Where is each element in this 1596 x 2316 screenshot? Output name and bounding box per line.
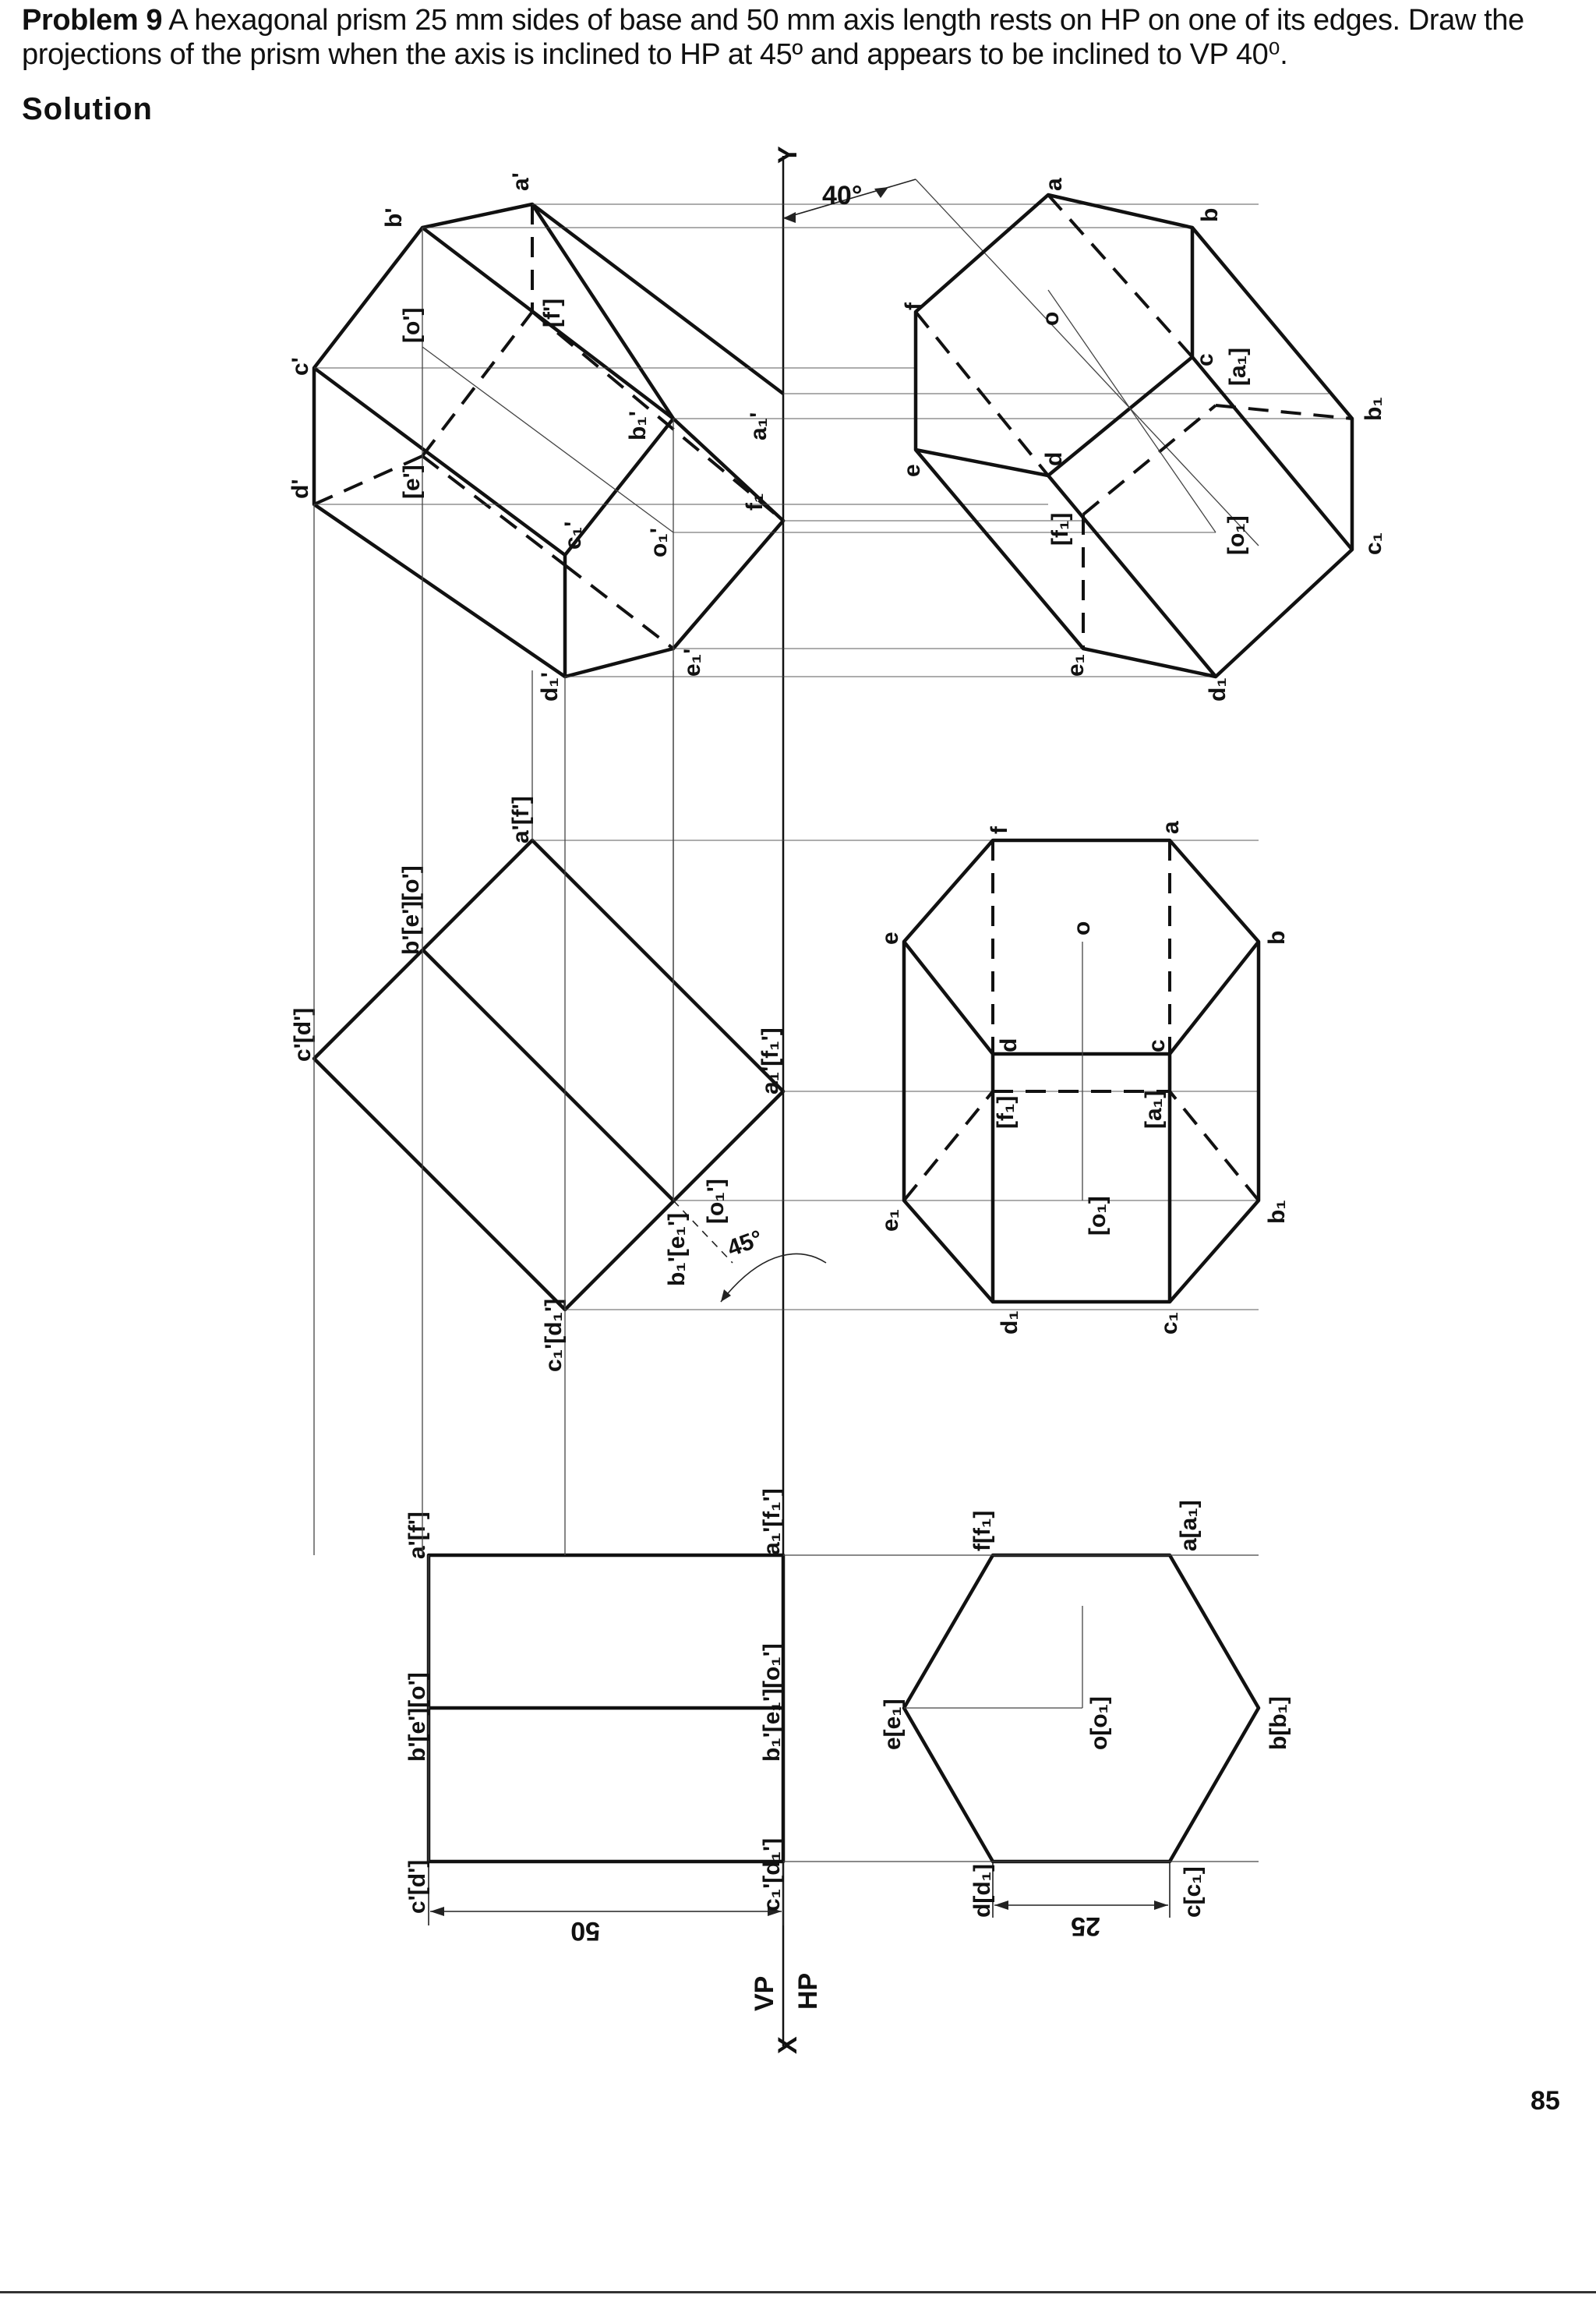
- label-s3f-4: [o']: [399, 308, 425, 343]
- label-s2t-10: [o₁]: [1085, 1196, 1110, 1236]
- stage1-top-view-hexagon: [902, 1553, 1261, 1864]
- label-s2f-5: [o₁']: [703, 1179, 729, 1224]
- stage2-top-view: [902, 838, 1261, 1304]
- label-s3f-13: e₁': [680, 649, 705, 677]
- stage3-front-view: [312, 202, 786, 679]
- label-s2t-6: c: [1144, 1039, 1170, 1052]
- stage3-top-view: [913, 193, 1354, 679]
- stage3-angle-40: 40°: [782, 179, 1259, 546]
- xy-label-x: X: [773, 2036, 803, 2054]
- label-s1t-6: c[c₁]: [1180, 1866, 1206, 1918]
- label-s2f-2: c'[d']: [290, 1008, 316, 1062]
- label-s2t-9: e₁: [877, 1209, 903, 1232]
- stage1-dimension-25: 25: [992, 1863, 1171, 1941]
- label-s3t-9: [f₁]: [1047, 513, 1073, 546]
- xy-label-vp: VP: [750, 1976, 779, 2011]
- stage2-front-labels: a'[f'] b'[e'][o'] c'[d'] a₁'[f₁'] b₁'[e₁…: [290, 796, 783, 1372]
- label-s2t-3: o: [1069, 921, 1095, 935]
- label-s2f-3: a₁'[f₁']: [757, 1027, 783, 1094]
- label-s1t-2: e[e₁]: [880, 1699, 906, 1750]
- label-s2t-2: e: [877, 932, 903, 945]
- angle-45-label: 45°: [724, 1225, 766, 1262]
- stage2-angle-45: 45°: [673, 1200, 827, 1303]
- label-s3t-2: f: [901, 302, 927, 310]
- label-s3f-0: a': [508, 172, 534, 191]
- stage3-projectors: [313, 203, 1352, 1310]
- label-s2f-6: c₁'[d₁']: [541, 1299, 567, 1372]
- stage1-front-labels: a'[f'] b'[e'][o'] c'[d'] a₁'[f₁'] b₁'[e₁…: [404, 1488, 785, 1914]
- label-s1f-1: b'[e'][o']: [404, 1672, 430, 1762]
- label-s3f-5: [f']: [539, 299, 565, 327]
- label-s2t-7: [f₁]: [993, 1096, 1019, 1129]
- label-s3t-0: a: [1041, 178, 1067, 191]
- label-s2t-8: [a₁]: [1141, 1091, 1167, 1129]
- label-s3t-6: b₁: [1361, 397, 1386, 421]
- xy-label-y: Y: [773, 146, 803, 164]
- problem-heading: Problem 9: [22, 4, 163, 37]
- label-s2t-1: a: [1158, 821, 1184, 834]
- label-s2t-4: b: [1264, 931, 1290, 945]
- problem-text: A hexagonal prism 25 mm sides of base an…: [22, 4, 1524, 71]
- label-s1t-5: d[d₁]: [969, 1864, 995, 1918]
- label-s3t-13: d₁: [1205, 677, 1231, 702]
- stage2-projectors: [313, 670, 1259, 1555]
- label-s3f-2: c': [288, 357, 313, 376]
- label-s3f-10: o₁': [646, 528, 672, 557]
- label-s3t-12: e₁: [1063, 654, 1089, 677]
- label-s2t-0: f: [987, 826, 1012, 834]
- stage1-dimension-50: 50: [428, 1863, 784, 1946]
- label-s3t-1: b: [1197, 208, 1223, 222]
- label-s3f-7: b₁': [625, 411, 651, 440]
- label-s3f-11: f₁': [742, 487, 768, 511]
- label-s3f-1: b': [381, 208, 407, 228]
- label-s3f-3: d': [288, 479, 313, 499]
- label-s1f-0: a'[f']: [404, 1512, 430, 1559]
- label-s3t-10: [o₁]: [1223, 515, 1249, 555]
- stage2-top-labels: f a e o b d c [f₁] [a₁] e₁ [o₁] b₁ d₁ c₁: [877, 821, 1290, 1335]
- label-s1t-0: f[f₁]: [969, 1511, 995, 1551]
- stage1-top-labels: f[f₁] a[a₁] e[e₁] o[o₁] b[b₁] d[d₁] c[c₁…: [880, 1500, 1291, 1918]
- label-s1f-3: a₁'[f₁']: [759, 1488, 785, 1555]
- xy-label-hp: HP: [793, 1973, 823, 2010]
- stage1-front-view: [426, 1553, 786, 1864]
- label-s2f-1: b'[e'][o']: [398, 865, 424, 955]
- stage2-front-view: [312, 838, 786, 1312]
- label-s2t-5: d: [996, 1038, 1022, 1052]
- label-s1f-4: b₁'[e₁'][o₁']: [759, 1643, 785, 1762]
- label-s2f-4: b₁'[e₁']: [664, 1213, 690, 1286]
- label-s2t-13: c₁: [1156, 1312, 1182, 1335]
- label-s3t-8: d: [1041, 452, 1067, 466]
- label-s3t-7: e: [899, 464, 925, 477]
- problem-statement: Problem 9 A hexagonal prism 25 mm sides …: [22, 3, 1580, 72]
- label-s1f-5: c₁'[d₁']: [759, 1838, 785, 1911]
- label-s3f-9: c₁': [560, 522, 586, 550]
- footer-rule: [0, 2291, 1596, 2293]
- label-s3t-4: c: [1192, 353, 1218, 366]
- label-s1t-3: o[o₁]: [1086, 1696, 1112, 1750]
- label-s1t-4: b[b₁]: [1266, 1696, 1291, 1750]
- solution-heading: Solution: [22, 92, 153, 126]
- label-s3f-6: [e']: [399, 465, 425, 499]
- label-s1f-2: c'[d']: [404, 1860, 430, 1914]
- dimension-50-label: 50: [570, 1916, 600, 1946]
- angle-40-label: 40°: [822, 181, 862, 210]
- page-number: 85: [1531, 2086, 1560, 2116]
- label-s2t-11: b₁: [1264, 1200, 1290, 1224]
- label-s3t-5: [a₁]: [1225, 348, 1251, 386]
- label-s2t-12: d₁: [997, 1310, 1022, 1335]
- label-s1t-1: a[a₁]: [1176, 1500, 1202, 1551]
- stage3-front-labels: a' b' c' d' [o'] [f'] [e'] b₁' a₁' c₁' o…: [288, 172, 772, 702]
- label-s3f-12: d₁': [537, 672, 563, 702]
- stage1-projectors: [428, 1554, 1259, 1862]
- label-s3t-3: o: [1038, 312, 1064, 326]
- label-s3f-8: a₁': [746, 412, 772, 440]
- dimension-25-label: 25: [1071, 1911, 1100, 1941]
- label-s3t-11: c₁: [1361, 532, 1386, 555]
- stage3-top-labels: a b f o c [a₁] b₁ e d [f₁] [o₁] c₁ e₁ d₁: [899, 178, 1386, 702]
- label-s2f-0: a'[f']: [508, 796, 534, 843]
